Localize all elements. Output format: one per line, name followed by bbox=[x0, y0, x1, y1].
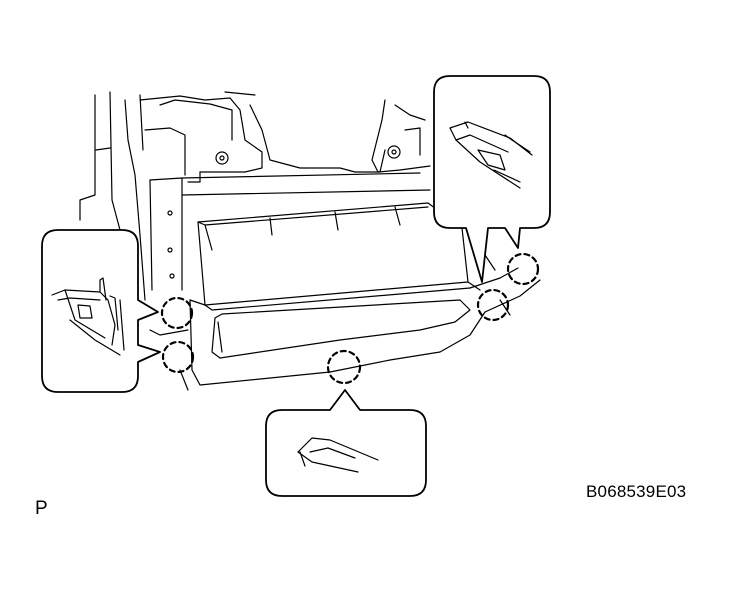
clip-marker-right-lower bbox=[478, 290, 508, 320]
clip-marker-left-upper bbox=[162, 298, 192, 328]
clip-markers bbox=[162, 254, 538, 383]
clip-marker-right-upper bbox=[508, 254, 538, 284]
dashboard-frame bbox=[80, 92, 430, 300]
glove-box bbox=[150, 203, 540, 390]
clip-marker-bottom bbox=[328, 351, 360, 383]
clip-marker-left-lower bbox=[163, 342, 193, 372]
bottom-clip-callout bbox=[266, 390, 426, 496]
left-clip-callout bbox=[42, 230, 160, 392]
figure-code: B068539E03 bbox=[586, 482, 687, 501]
top-right-clip-callout bbox=[434, 76, 550, 282]
page-letter: P bbox=[35, 498, 48, 519]
